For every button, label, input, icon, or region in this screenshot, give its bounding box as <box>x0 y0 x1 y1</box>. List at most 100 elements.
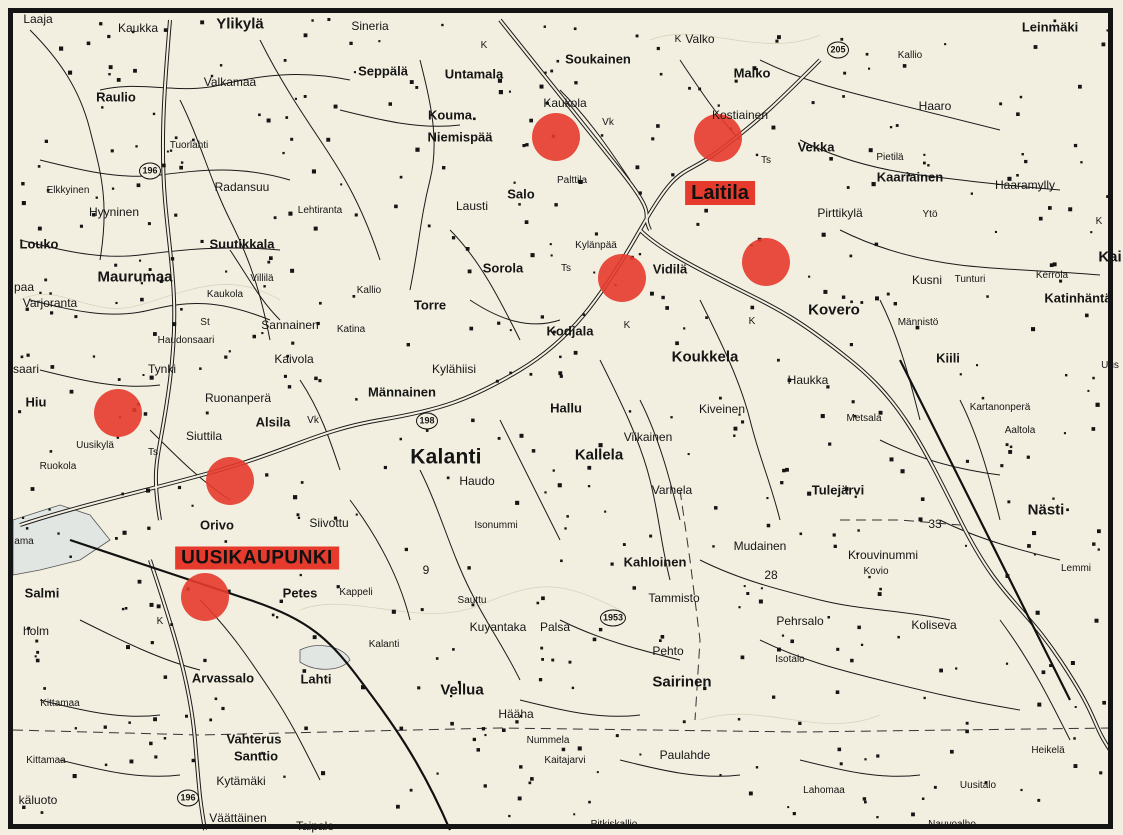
building-dot <box>920 497 925 501</box>
building-dot <box>661 295 665 300</box>
place-santtio: Santtio <box>233 748 279 764</box>
place-siuttila: Siuttila <box>185 429 223 443</box>
terrain-texture <box>19 33 881 724</box>
water-areas <box>12 504 351 670</box>
building-dot <box>446 476 450 480</box>
building-dot <box>142 374 145 376</box>
place-tulejarvi: Tulejärvi <box>811 482 865 498</box>
place-elkkyinen: Elkkyinen <box>46 185 90 196</box>
building-dot <box>559 355 562 359</box>
building-dot <box>550 69 554 73</box>
minor-roads <box>19 29 1101 781</box>
building-dot <box>1099 771 1103 775</box>
building-dot <box>283 59 287 62</box>
building-dot <box>420 608 424 612</box>
building-dot <box>833 544 837 548</box>
building-dot <box>844 487 849 491</box>
building-dot <box>868 67 871 70</box>
building-dot <box>826 385 830 389</box>
building-dot <box>174 136 178 140</box>
building-dot <box>1078 84 1082 89</box>
building-dot <box>22 805 26 809</box>
building-dot <box>72 774 77 779</box>
building-dot <box>86 41 91 46</box>
building-dot <box>588 800 591 804</box>
building-dot <box>149 602 154 607</box>
building-dot <box>509 329 512 332</box>
building-dot <box>399 437 402 441</box>
building-dot <box>632 586 636 590</box>
place-lemmi: Lemmi <box>1060 563 1092 574</box>
building-dot <box>582 313 586 316</box>
building-dot <box>850 658 854 663</box>
place-kaariainen: Kaariainen <box>876 169 944 185</box>
grid-number: 33 <box>928 517 942 531</box>
place-malko: Malko <box>733 65 771 81</box>
building-dot <box>923 153 926 156</box>
building-dot <box>166 150 169 153</box>
building-dot <box>1080 161 1083 164</box>
building-dot <box>665 306 669 310</box>
building-dot <box>704 208 708 213</box>
highlight-markers <box>94 113 790 621</box>
building-dot <box>752 66 757 71</box>
building-dot <box>615 734 619 738</box>
building-dot <box>868 148 873 153</box>
building-dot <box>772 695 776 699</box>
building-dot <box>515 720 519 724</box>
building-dot <box>864 800 867 804</box>
place-uusitalo: Uusitalo <box>959 780 997 791</box>
building-dot <box>128 721 131 724</box>
place-laaja: Laaja <box>23 12 53 26</box>
building-dot <box>808 275 811 278</box>
building-dot <box>290 137 294 141</box>
place-kalanti: Kalanti <box>410 445 482 469</box>
building-dot <box>856 552 859 555</box>
building-dot <box>840 37 844 41</box>
building-dot <box>177 485 182 490</box>
building-dot <box>760 587 763 590</box>
building-dot <box>734 79 738 83</box>
building-dot <box>1053 19 1057 23</box>
building-dot <box>539 84 544 89</box>
building-dot <box>417 686 421 690</box>
building-dot <box>103 725 107 729</box>
place-uus: Uus <box>1101 360 1119 371</box>
building-dot <box>944 43 947 46</box>
building-dot <box>650 291 654 296</box>
building-dot <box>1090 231 1093 234</box>
building-dot <box>849 254 853 258</box>
building-dot <box>394 204 398 209</box>
building-dot <box>787 806 790 809</box>
building-dot <box>836 647 840 651</box>
building-dot <box>758 599 763 604</box>
place-kalanti-s: Kalanti <box>368 639 400 650</box>
boundaries <box>12 489 1111 736</box>
place-tunturi: Tunturi <box>954 274 986 285</box>
building-dot <box>746 592 750 595</box>
building-dot <box>538 678 543 682</box>
building-dot <box>293 495 298 500</box>
place-kallio-ne: Kallio <box>897 50 923 61</box>
place-vekka: Vekka <box>797 139 835 155</box>
place-arvassalo: Arvassalo <box>191 670 255 686</box>
place-hallu: Hallu <box>550 400 582 416</box>
building-dot <box>273 216 277 220</box>
building-dot <box>965 721 969 725</box>
building-dot <box>551 658 555 662</box>
building-dot <box>897 635 900 639</box>
red-marker <box>94 389 142 437</box>
place-haudo: Haudo <box>459 474 495 488</box>
building-dot <box>999 102 1003 106</box>
building-dot <box>191 504 194 507</box>
building-dot <box>682 720 686 724</box>
building-dot <box>573 27 577 31</box>
place-mannainen: Männainen <box>368 384 436 400</box>
building-dot <box>116 78 121 82</box>
building-dot <box>415 147 420 152</box>
building-dot <box>889 457 894 462</box>
place-torre: Torre <box>413 297 447 313</box>
building-dot <box>36 650 40 654</box>
